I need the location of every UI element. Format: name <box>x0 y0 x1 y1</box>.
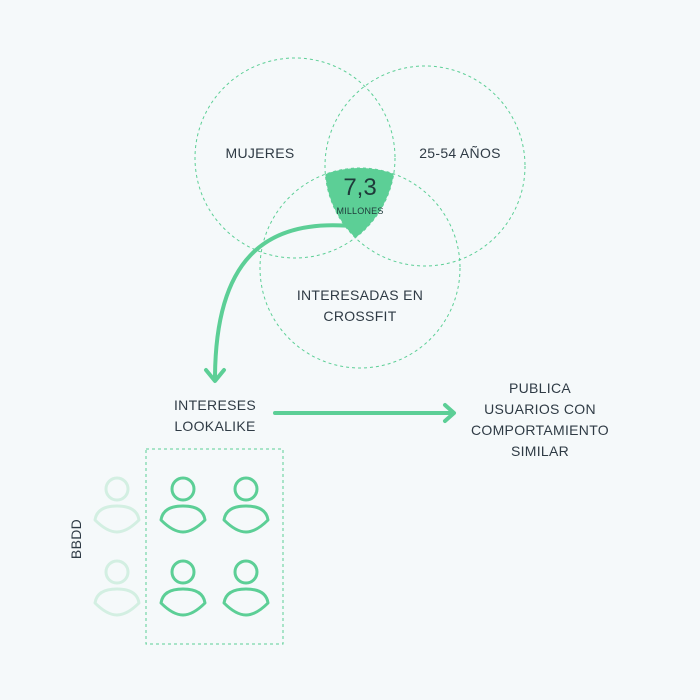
publica-line1: PUBLICA <box>508 380 571 396</box>
user-icon-head <box>233 476 259 502</box>
user-icon-faded <box>93 559 141 617</box>
user-icon-body <box>222 587 270 617</box>
user-icon-head <box>170 476 196 502</box>
intereses-line1: INTERESES <box>173 397 257 413</box>
straight-arrow-head <box>443 403 456 423</box>
bbdd-label-text: BBDD <box>68 518 84 560</box>
set-label-crossfit: INTERESADAS EN CROSSFIT <box>275 285 445 327</box>
intereses-line2: LOOKALIKE <box>174 418 256 434</box>
user-icon <box>222 476 270 534</box>
intersection-unit: MILLONES <box>320 205 400 217</box>
set-label-edad-text: 25-54 AÑOS <box>419 145 501 161</box>
user-icon-faded <box>93 476 141 534</box>
user-icon <box>222 559 270 617</box>
venn-circle-edad <box>324 65 526 267</box>
user-icons <box>93 476 270 617</box>
user-icon-body <box>93 504 141 534</box>
user-icon-body <box>159 504 207 534</box>
publica-line4: SIMILAR <box>510 443 570 459</box>
user-icon <box>159 476 207 534</box>
bbdd-box <box>145 448 284 645</box>
intereses-lookalike-label: INTERESES LOOKALIKE <box>150 395 280 437</box>
curved-arrow-head <box>204 368 226 383</box>
user-icon-head <box>170 559 196 585</box>
user-icon-head <box>104 476 130 502</box>
user-icon-head <box>233 559 259 585</box>
set-label-edad: 25-54 AÑOS <box>395 143 525 164</box>
user-icon <box>159 559 207 617</box>
intersection-value: 7,3 <box>320 173 400 203</box>
intersection-value-text: 7,3 <box>343 174 377 201</box>
set-label-crossfit-line1: INTERESADAS EN <box>296 287 424 303</box>
user-icon-head <box>104 559 130 585</box>
user-icon-body <box>222 504 270 534</box>
bbdd-label: BBDD <box>67 509 85 569</box>
user-icon-body <box>93 587 141 617</box>
publica-label: PUBLICA USUARIOS CON COMPORTAMIENTO SIMI… <box>445 378 635 462</box>
venn-circle-mujeres <box>194 57 396 259</box>
publica-line2: USUARIOS CON <box>484 401 596 417</box>
intersection-unit-text: MILLONES <box>336 206 384 216</box>
user-icon-body <box>159 587 207 617</box>
set-label-mujeres-text: MUJERES <box>225 145 295 161</box>
set-label-mujeres: MUJERES <box>200 143 320 164</box>
publica-line3: COMPORTAMIENTO <box>471 422 609 438</box>
set-label-crossfit-line2: CROSSFIT <box>323 308 397 324</box>
curved-arrow <box>213 223 362 378</box>
